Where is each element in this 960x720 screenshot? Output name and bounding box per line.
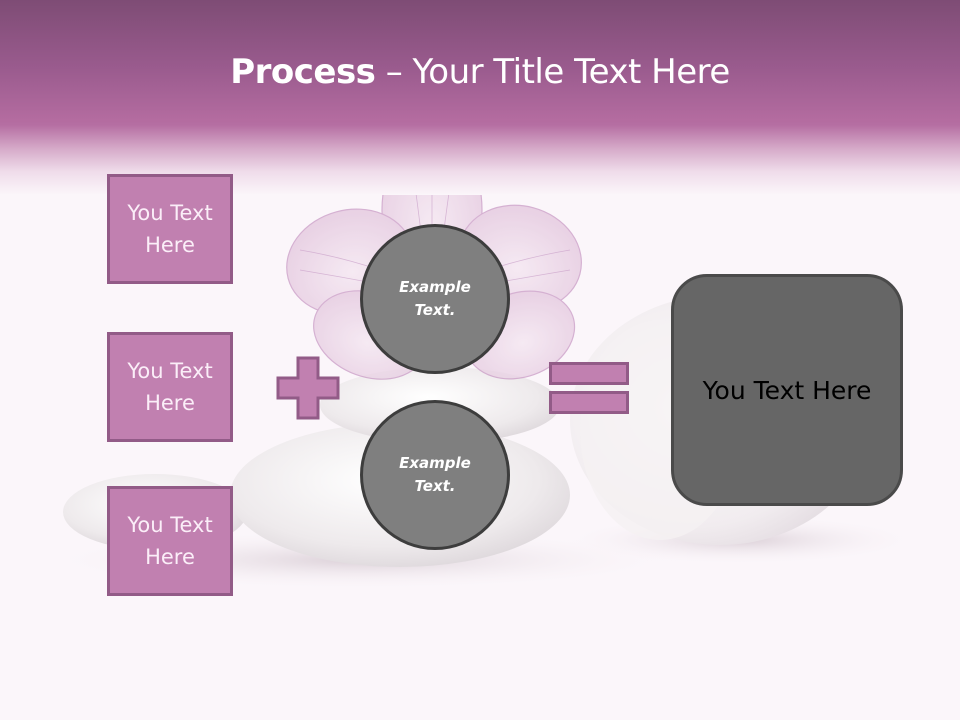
text-box-label: You Text Here <box>127 513 213 569</box>
title-bold: Process <box>230 52 376 92</box>
title-bar <box>0 0 960 195</box>
page-title: Process – Your Title Text Here <box>0 52 960 92</box>
result-box-label: You Text Here <box>702 375 872 405</box>
text-box-3[interactable]: You Text Here <box>107 486 233 596</box>
example-circle-1[interactable]: Example Text. <box>360 224 510 374</box>
text-box-label: You Text Here <box>127 359 213 415</box>
circle-label: Example Text. <box>399 278 471 319</box>
result-box[interactable]: You Text Here <box>671 274 903 506</box>
circle-label: Example Text. <box>399 454 471 495</box>
text-box-label: You Text Here <box>127 201 213 257</box>
title-rest: – Your Title Text Here <box>375 52 731 92</box>
text-box-2[interactable]: You Text Here <box>107 332 233 442</box>
example-circle-2[interactable]: Example Text. <box>360 400 510 550</box>
equals-icon <box>549 362 629 414</box>
text-box-1[interactable]: You Text Here <box>107 174 233 284</box>
plus-icon <box>276 356 340 420</box>
